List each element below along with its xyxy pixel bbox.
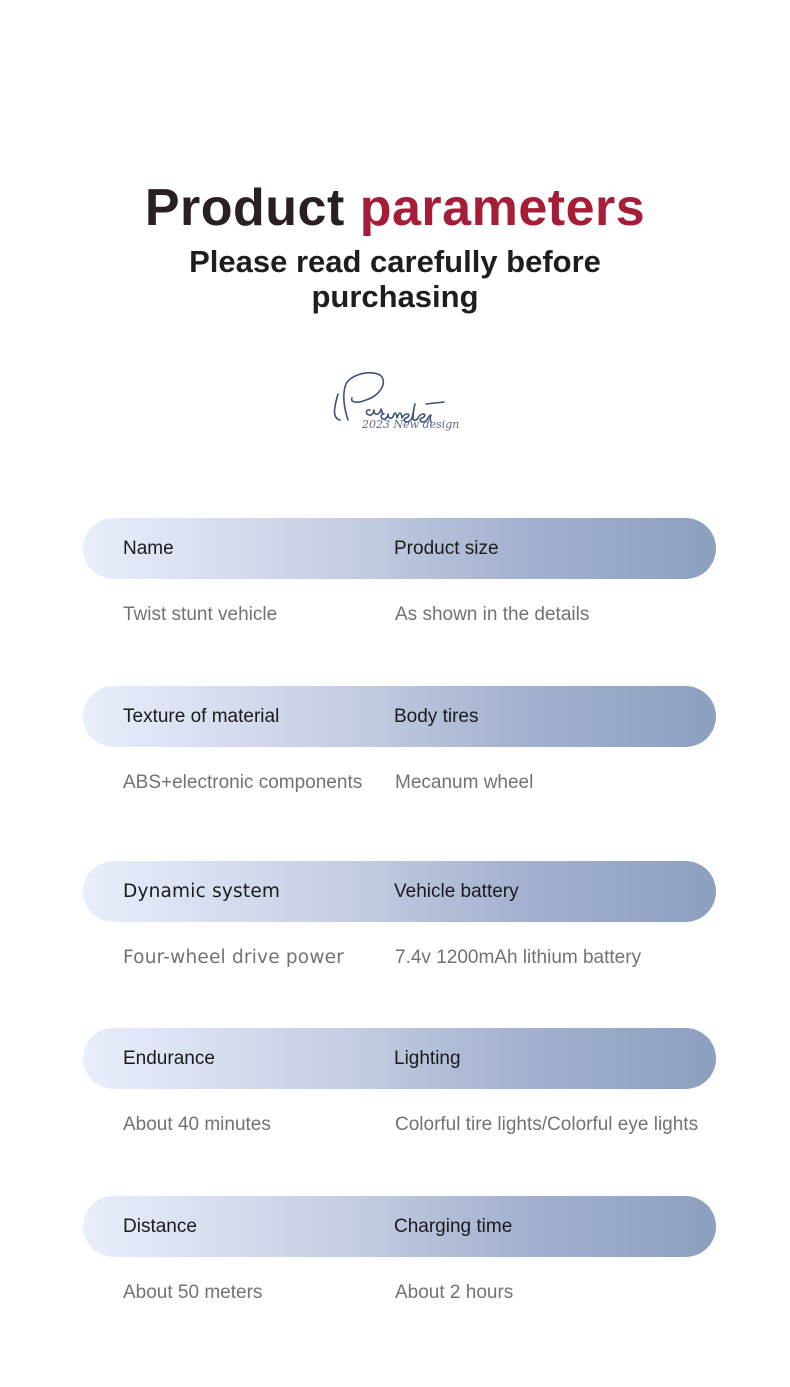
param-value: Four-wheel drive power	[123, 947, 345, 968]
param-label: Dynamic system	[123, 881, 281, 902]
param-value: About 50 meters	[123, 1282, 263, 1303]
param-value: Mecanum wheel	[395, 772, 534, 793]
page-title: Product parameters	[0, 178, 790, 238]
param-label: Body tires	[394, 706, 479, 727]
param-value: ABS+electronic components	[123, 772, 363, 793]
param-label: Charging time	[394, 1216, 513, 1237]
param-label: Distance	[123, 1216, 197, 1237]
param-header-bar: Dynamic system Vehicle battery	[83, 861, 716, 922]
param-value: About 2 hours	[395, 1282, 514, 1303]
page-subtitle: Please read carefully before purchasing	[189, 244, 601, 314]
param-value: About 40 minutes	[123, 1114, 271, 1135]
title-word-parameters: parameters	[359, 179, 646, 237]
param-value: 7.4v 1200mAh lithium battery	[395, 947, 642, 968]
param-label: Texture of material	[123, 706, 280, 727]
param-header-bar: Endurance Lighting	[83, 1028, 716, 1089]
param-label: Name	[123, 538, 174, 559]
logo-tagline: 2023 New design	[362, 418, 460, 431]
param-header-bar: Texture of material Body tires	[83, 686, 716, 747]
param-header-bar: Distance Charging time	[83, 1196, 716, 1257]
parameter-script-logo-icon	[333, 371, 445, 423]
param-label: Lighting	[394, 1048, 461, 1069]
param-label: Product size	[394, 538, 499, 559]
param-value: Colorful tire lights/Colorful eye lights	[395, 1114, 699, 1135]
param-header-bar: Name Product size	[83, 518, 716, 579]
param-value: Twist stunt vehicle	[123, 604, 278, 625]
parameter-logo: 2023 New design	[326, 364, 476, 442]
param-value: As shown in the details	[395, 604, 590, 625]
param-label: Vehicle battery	[394, 881, 519, 902]
param-label: Endurance	[123, 1048, 215, 1069]
title-word-product: Product	[144, 179, 345, 237]
